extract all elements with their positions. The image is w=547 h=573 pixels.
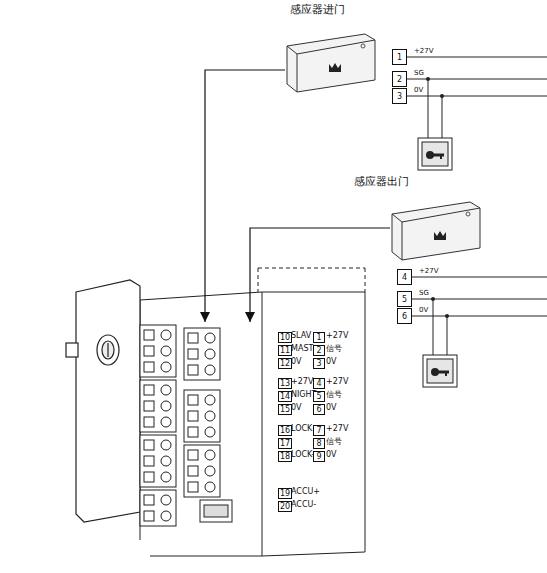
terminal-number: 6 [313, 404, 325, 415]
terminal-name: +27V [326, 424, 348, 434]
key-plate [66, 280, 140, 522]
terminal-number: 3 [313, 358, 325, 369]
terminal-number: 3 [392, 88, 407, 104]
signal-cable [205, 70, 285, 322]
sensor-box: 感应器进门 [285, 2, 377, 94]
terminal-number: 6 [397, 308, 412, 324]
signal-name: 0V [414, 86, 423, 94]
junction-dots [426, 77, 449, 318]
terminal-number: 14 [278, 391, 292, 402]
signal-name: +27V [414, 47, 434, 55]
terminal-name: MAST [291, 344, 313, 354]
terminal-name: 信号 [326, 344, 342, 354]
sensor-outline [390, 198, 482, 262]
terminal-name: 信号 [326, 390, 342, 400]
terminal-number: 2 [392, 71, 407, 87]
terminal-number: 10 [278, 332, 292, 343]
signal-name: SG [414, 69, 424, 77]
sensor-outline [285, 30, 377, 94]
sensor-heading: 感应器进门 [290, 4, 345, 16]
controller-housing [140, 268, 365, 556]
terminal-name: 0V [326, 403, 337, 413]
signal-name: SG [419, 289, 429, 297]
terminal-name: 0V [291, 403, 302, 413]
terminal-number: 4 [313, 378, 325, 389]
terminal-blocks [140, 325, 232, 526]
sensor-box: 感应器出门 [390, 170, 482, 262]
terminal-number: 5 [313, 391, 325, 402]
terminal-name: 0V [291, 357, 302, 367]
terminal-number: 1 [313, 332, 325, 343]
signal-name: +27V [419, 267, 439, 275]
terminal-number: 20 [278, 501, 292, 512]
terminal-name: SLAV [291, 331, 311, 341]
terminal-name: ACCU+ [291, 487, 320, 497]
terminal-number: 11 [278, 345, 292, 356]
terminal-name: +27V [326, 331, 348, 341]
terminal-number: 16 [278, 425, 292, 436]
terminal-number: 5 [397, 291, 412, 307]
terminal-name: +27V [291, 377, 313, 387]
terminal-number: 19 [278, 488, 292, 499]
terminal-number: 18 [278, 451, 292, 462]
terminal-number: 4 [397, 269, 412, 285]
signal-name: 0V [419, 306, 428, 314]
terminal-name: LOCK- [291, 450, 314, 460]
terminal-number: 12 [278, 358, 292, 369]
terminal-name: 0V [326, 357, 337, 367]
terminal-name: 0V [326, 450, 337, 460]
terminal-number: 15 [278, 404, 292, 415]
controller-housing-box: 10SLAV11MAST120V1+27V2信号30V13+27V14NIGHT… [140, 322, 365, 555]
sensor-heading: 感应器出门 [354, 176, 409, 188]
key-switch-symbol [423, 355, 457, 387]
terminal-number: 1 [392, 49, 407, 65]
signal-cable [250, 228, 390, 322]
terminal-number: 7 [313, 425, 325, 436]
terminal-number: 13 [278, 378, 292, 389]
terminal-name: 信号 [326, 437, 342, 447]
terminal-number: 2 [313, 345, 325, 356]
terminal-name: ACCU- [291, 500, 316, 510]
terminal-number: 9 [313, 451, 325, 462]
terminal-name: +27V [326, 377, 348, 387]
terminal-number: 17 [278, 438, 292, 449]
terminal-number: 8 [313, 438, 325, 449]
key-switch-symbol [418, 138, 452, 170]
